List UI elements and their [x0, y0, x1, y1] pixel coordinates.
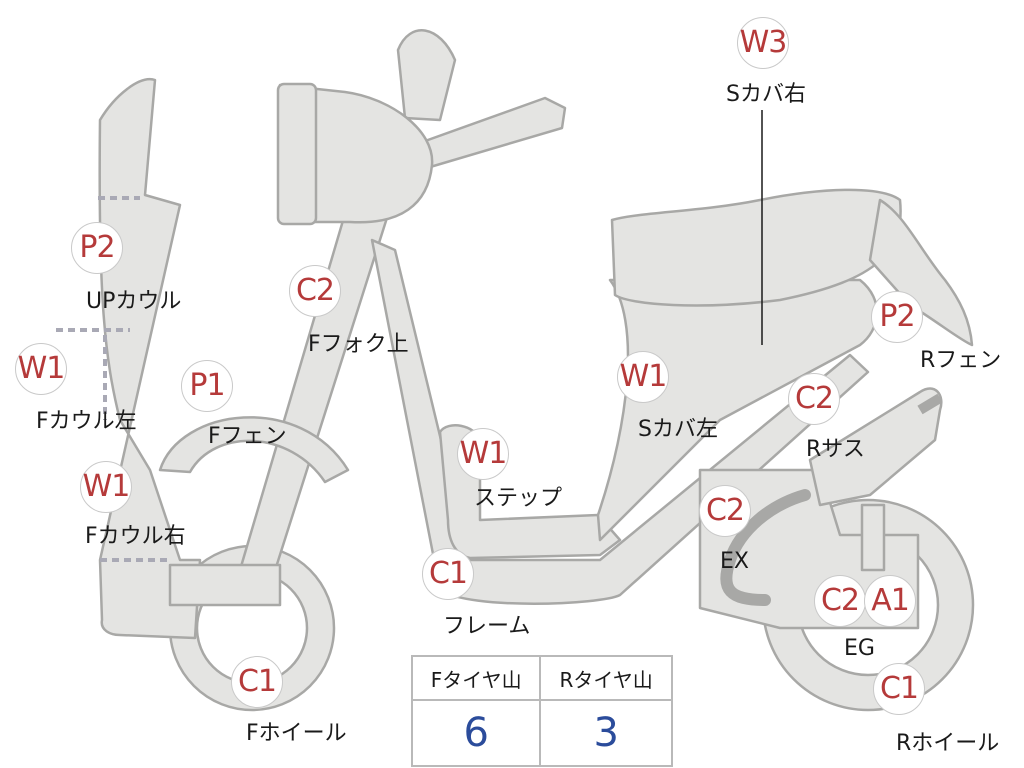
badge-c1-rear-wheel: C1: [873, 663, 925, 715]
rear-tread-header: Rタイヤ山: [539, 655, 673, 701]
front-cowl: [98, 77, 202, 640]
badge-w1-front-cowl-left: W1: [15, 343, 67, 395]
badge-c2-engine: C2: [814, 575, 866, 627]
label-rear-wheel: Rホイール: [896, 731, 1000, 756]
shock-body: [860, 503, 886, 572]
front-fender: [158, 416, 350, 484]
label-exhaust: EX: [720, 549, 749, 574]
label-front-wheel: Fホイール: [246, 721, 347, 746]
label-frame: フレーム: [443, 614, 531, 639]
tread-header-row: Fタイヤ山 Rタイヤ山: [410, 655, 673, 701]
badge-c2-exhaust: C2: [699, 485, 751, 537]
badge-w1-seat-cover-left: W1: [617, 351, 669, 403]
label-rear-fender: Rフェン: [920, 348, 1002, 373]
label-step: ステップ: [474, 486, 563, 511]
badge-a1-engine: A1: [864, 575, 916, 627]
label-seat-cover-left: Sカバ左: [638, 417, 718, 442]
front-tread-header: Fタイヤ山: [410, 655, 542, 701]
tire-tread-table: Fタイヤ山 Rタイヤ山 6 3: [410, 655, 673, 767]
rear-fender: [868, 198, 974, 347]
label-rear-suspension: Rサス: [806, 437, 865, 462]
badge-c2-front-fork-upper: C2: [289, 265, 341, 317]
front-floor-panel: [168, 563, 282, 607]
label-front-cowl-left: Fカウル左: [36, 409, 137, 434]
badge-p2-upper-cowl: P2: [71, 222, 123, 274]
badge-c1-frame: C1: [422, 548, 474, 600]
label-front-fork-upper: Fフォク上: [308, 332, 409, 357]
front-fork: [238, 188, 394, 582]
badge-w1-front-cowl-right: W1: [80, 461, 132, 513]
tread-value-row: 6 3: [410, 699, 673, 767]
label-seat-cover-right: Sカバ右: [726, 82, 806, 107]
label-engine: EG: [844, 636, 875, 661]
label-upper-cowl: UPカウル: [86, 289, 182, 314]
step-floorboard: [438, 424, 622, 560]
badge-p1-front-fender: P1: [181, 360, 233, 412]
rear-shock-rod: [917, 393, 943, 415]
headlight: [276, 82, 318, 226]
windscreen: [396, 29, 457, 122]
badge-c2-rear-suspension: C2: [788, 373, 840, 425]
exhaust-pipe: [720, 489, 811, 606]
badge-w3-seat-cover-right: W3: [737, 17, 789, 69]
rear-tread-value: 3: [539, 699, 673, 767]
seat: [610, 188, 902, 307]
label-front-cowl-right: Fカウル右: [85, 524, 186, 549]
label-front-fender: Fフェン: [208, 424, 287, 449]
badge-c1-front-wheel: C1: [231, 656, 283, 708]
front-tread-value: 6: [410, 699, 542, 767]
rear-suspension: [808, 387, 943, 507]
badge-w1-step: W1: [457, 428, 509, 480]
badge-p2-rear-fender: P2: [871, 291, 923, 343]
